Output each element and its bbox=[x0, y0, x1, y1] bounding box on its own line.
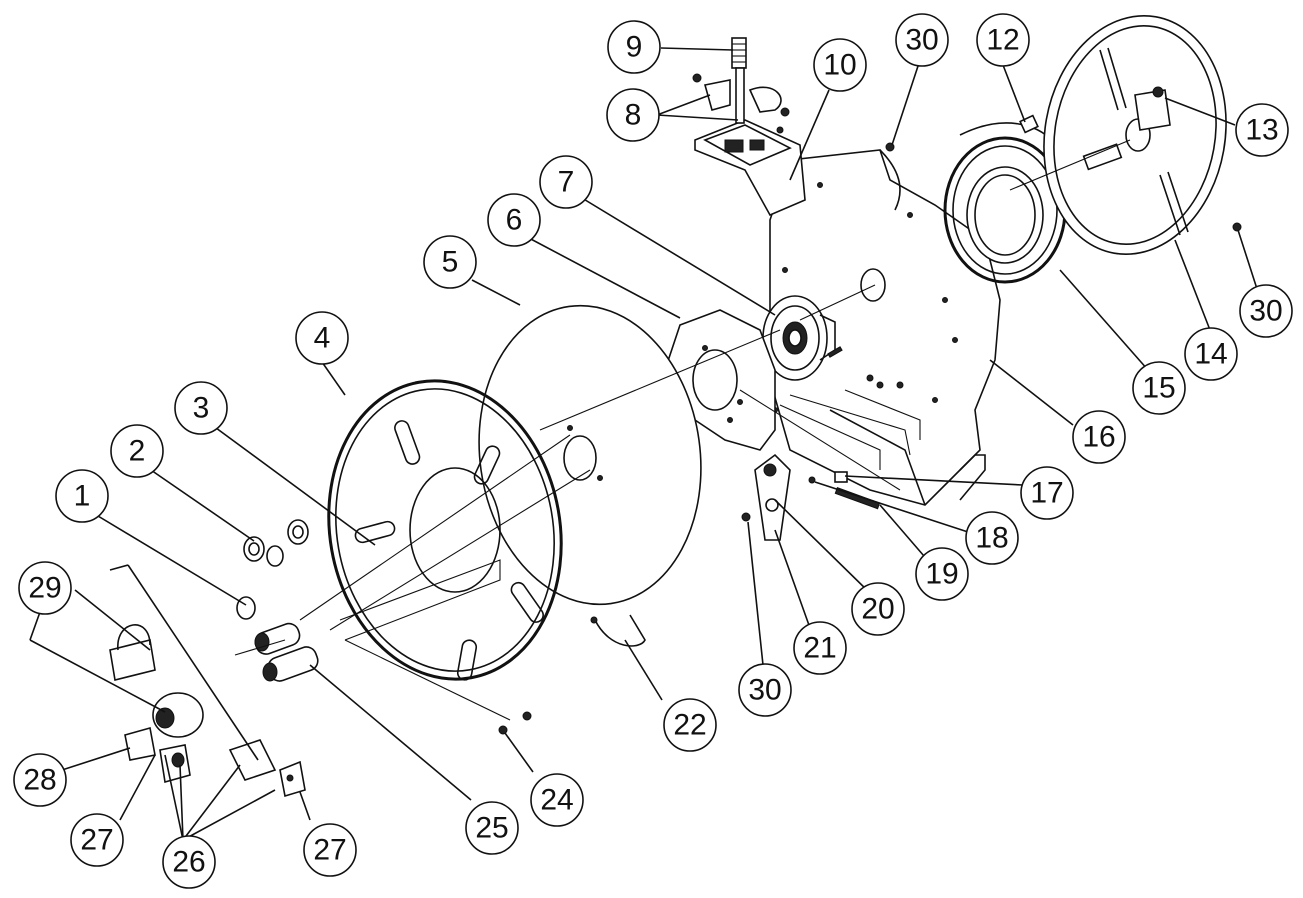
part-end-plate bbox=[1043, 14, 1227, 256]
callout-18: 18 bbox=[965, 511, 1019, 565]
svg-text:6: 6 bbox=[506, 204, 523, 237]
svg-text:3: 3 bbox=[193, 392, 210, 425]
svg-text:19: 19 bbox=[925, 558, 958, 591]
part-bolts bbox=[827, 142, 1242, 389]
part-screws bbox=[498, 711, 532, 735]
part-fittings bbox=[109, 624, 306, 798]
callout-24: 24 bbox=[530, 773, 584, 827]
part-swivel-fitting bbox=[692, 37, 790, 134]
callout-29: 29 bbox=[18, 561, 72, 615]
callout-2: 2 bbox=[110, 424, 164, 478]
callout-6: 6 bbox=[487, 193, 541, 247]
svg-text:27: 27 bbox=[80, 824, 113, 857]
callout-26: 26 bbox=[162, 835, 216, 889]
part-drum-disk bbox=[478, 304, 702, 606]
callout-27-right: 27 bbox=[303, 823, 357, 877]
callout-17: 17 bbox=[1020, 466, 1074, 520]
svg-text:26: 26 bbox=[172, 846, 205, 879]
svg-text:14: 14 bbox=[1194, 338, 1227, 371]
callout-8: 8 bbox=[606, 88, 660, 142]
svg-text:9: 9 bbox=[626, 31, 643, 64]
svg-text:8: 8 bbox=[625, 99, 642, 132]
part-swivel-plate bbox=[694, 119, 823, 217]
callout-16: 16 bbox=[1072, 410, 1126, 464]
svg-text:29: 29 bbox=[28, 572, 61, 605]
svg-text:21: 21 bbox=[803, 632, 836, 665]
svg-text:27: 27 bbox=[313, 834, 346, 867]
svg-text:30: 30 bbox=[1249, 295, 1282, 328]
svg-text:5: 5 bbox=[442, 246, 459, 279]
part-hose-end bbox=[590, 614, 646, 647]
callout-5: 5 bbox=[423, 235, 477, 289]
callout-25: 25 bbox=[465, 801, 519, 855]
svg-text:20: 20 bbox=[861, 593, 894, 626]
callout-10: 10 bbox=[813, 38, 867, 92]
callout-28: 28 bbox=[13, 753, 67, 807]
callout-4: 4 bbox=[295, 311, 349, 365]
svg-text:7: 7 bbox=[558, 166, 575, 199]
svg-text:12: 12 bbox=[986, 24, 1019, 57]
callout-3: 3 bbox=[174, 381, 228, 435]
callout-13: 13 bbox=[1235, 103, 1289, 157]
callout-7: 7 bbox=[539, 155, 593, 209]
part-rings bbox=[236, 519, 309, 620]
svg-text:25: 25 bbox=[475, 812, 508, 845]
callout-30-top: 30 bbox=[895, 13, 949, 67]
svg-text:22: 22 bbox=[673, 709, 706, 742]
svg-text:2: 2 bbox=[129, 435, 146, 468]
svg-text:15: 15 bbox=[1142, 372, 1175, 405]
part-outer-flange bbox=[327, 379, 563, 681]
svg-text:24: 24 bbox=[540, 784, 573, 817]
callout-15: 15 bbox=[1132, 361, 1186, 415]
part-bearing bbox=[762, 295, 836, 381]
svg-text:16: 16 bbox=[1082, 421, 1115, 454]
callout-12: 12 bbox=[976, 13, 1030, 67]
svg-text:4: 4 bbox=[314, 322, 331, 355]
callout-27-left: 27 bbox=[70, 813, 124, 867]
callout-19: 19 bbox=[915, 547, 969, 601]
callout-22: 22 bbox=[663, 698, 717, 752]
svg-text:30: 30 bbox=[748, 674, 781, 707]
part-spring-housing bbox=[943, 114, 1067, 284]
alignment-lines bbox=[234, 139, 1131, 721]
callout-21: 21 bbox=[793, 621, 847, 675]
svg-text:13: 13 bbox=[1245, 114, 1278, 147]
callout-1: 1 bbox=[55, 469, 109, 523]
svg-text:30: 30 bbox=[905, 24, 938, 57]
part-frame bbox=[769, 149, 1001, 506]
callout-30-bottom: 30 bbox=[738, 663, 792, 717]
part-shaft bbox=[254, 622, 319, 682]
callout-9: 9 bbox=[607, 20, 661, 74]
callout-30-right: 30 bbox=[1239, 284, 1293, 338]
svg-text:1: 1 bbox=[74, 480, 91, 513]
callout-20: 20 bbox=[851, 582, 905, 636]
part-latch bbox=[741, 453, 881, 541]
svg-text:10: 10 bbox=[823, 49, 856, 82]
callout-14: 14 bbox=[1184, 327, 1238, 381]
leader-lines bbox=[29, 47, 1259, 841]
svg-text:18: 18 bbox=[975, 522, 1008, 555]
svg-text:28: 28 bbox=[23, 764, 56, 797]
svg-text:17: 17 bbox=[1030, 477, 1063, 510]
